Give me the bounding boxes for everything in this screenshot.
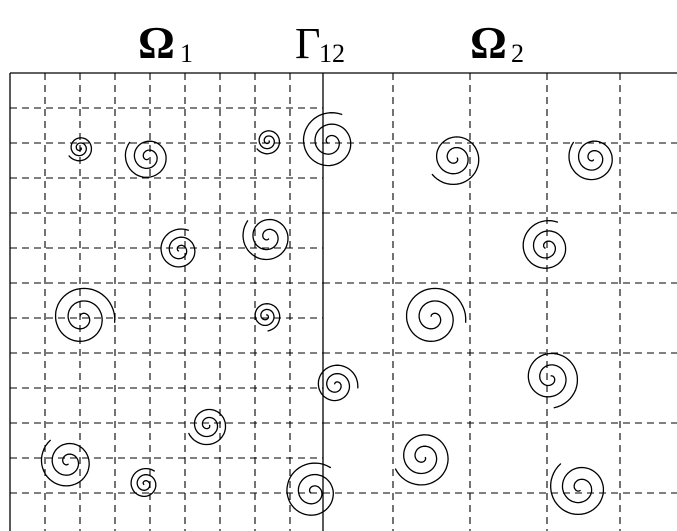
spirals-omega1 (40, 137, 281, 498)
spiral-wave (286, 462, 334, 516)
omega1-label: Ω (138, 17, 175, 68)
spiral-wave (405, 287, 467, 342)
spiral-wave (68, 137, 93, 162)
omega2-label: Ω (470, 17, 507, 68)
spiral-wave (40, 439, 90, 487)
spiral-wave (302, 112, 352, 167)
spiral-wave (54, 287, 116, 342)
spiral-wave (254, 303, 281, 332)
spiral-wave (394, 434, 449, 486)
spiral-wave (160, 228, 196, 268)
spiral-wave (188, 408, 227, 446)
omega1-subscript: 1 (180, 39, 193, 68)
spiral-wave (527, 352, 579, 409)
gamma12-subscript: 12 (319, 39, 345, 68)
spiral-wave (431, 136, 480, 186)
header-labels: Ω 1 Γ 12 Ω 2 (138, 17, 524, 68)
spiral-wave (568, 140, 613, 181)
spiral-wave (550, 463, 605, 516)
spiral-wave (317, 364, 359, 402)
spirals-interface (242, 112, 359, 402)
spirals-omega2 (286, 136, 613, 516)
spiral-wave (256, 130, 281, 155)
gamma12-label: Γ (295, 19, 320, 68)
subdomain-omega1-grid (10, 73, 323, 531)
subdomain-omega2-grid (323, 73, 677, 531)
spiral-wave (522, 219, 567, 269)
spiral-wave (124, 140, 167, 178)
spiral-wave (130, 467, 157, 498)
spiral-wave (242, 218, 289, 261)
omega2-subscript: 2 (511, 39, 524, 68)
